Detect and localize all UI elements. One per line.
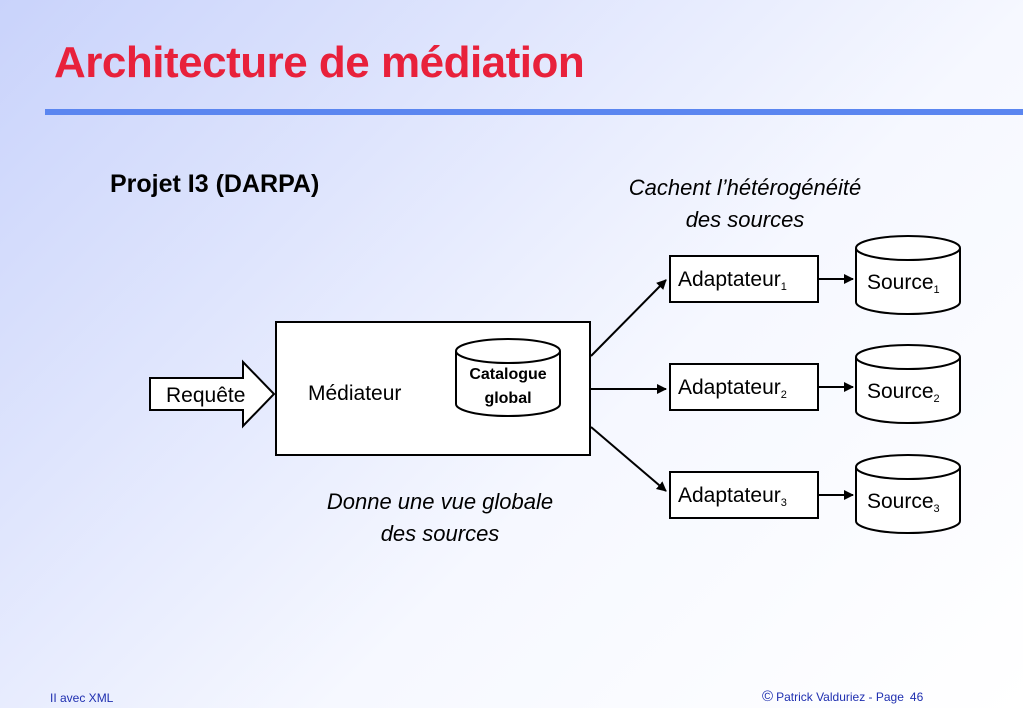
svg-text:Source2: Source2 — [867, 380, 940, 405]
adapter-3-box: Adaptateur3 — [669, 471, 819, 519]
svg-text:Adaptateur3: Adaptateur3 — [678, 484, 787, 509]
request-label: Requête — [166, 384, 245, 407]
footer-author: ©Patrick Valduriez - Page 46 — [762, 688, 923, 705]
source-1-cylinder: Source1 — [855, 235, 961, 315]
adapter-1-index: 1 — [781, 281, 787, 293]
adapters-annotation-line-1: Cachent l’hétérogénéité — [628, 175, 862, 200]
source-3-index: 3 — [934, 503, 940, 515]
svg-text:Adaptateur1: Adaptateur1 — [678, 268, 787, 293]
adapter-2-box: Adaptateur2 — [669, 363, 819, 411]
footer-page-number: 46 — [909, 690, 924, 704]
svg-text:Source1: Source1 — [867, 271, 940, 296]
adapter-3-index: 3 — [781, 497, 787, 509]
source-3-cylinder: Source3 — [855, 454, 961, 534]
project-subtitle: Projet I3 (DARPA) — [110, 170, 320, 198]
catalog-label-line-2: global — [484, 390, 531, 407]
catalog-label-line-1: Catalogue — [469, 366, 546, 383]
svg-text:Adaptateur2: Adaptateur2 — [678, 376, 787, 401]
adapters-annotation: Cachent l’hétérogénéité des sources — [585, 172, 905, 236]
mediator-annotation-line-1: Donne une vue globale — [326, 489, 554, 514]
mediator-annotation: Donne une vue globale des sources — [290, 486, 590, 550]
svg-text:Source3: Source3 — [867, 490, 940, 515]
request-arrow: Requête — [149, 359, 276, 429]
connector-mediator-adapter-3 — [590, 426, 667, 492]
source-1-label: Source — [867, 271, 934, 294]
global-catalog-cylinder: Catalogue global — [455, 338, 561, 417]
source-1-index: 1 — [934, 284, 940, 296]
footer-course-title: II avec XML — [50, 691, 114, 705]
adapter-2-index: 2 — [781, 389, 787, 401]
adapter-3-label: Adaptateur — [678, 484, 781, 507]
adapter-2-label: Adaptateur — [678, 376, 781, 399]
adapter-1-label: Adaptateur — [678, 268, 781, 291]
mediator-annotation-line-2: des sources — [380, 521, 500, 546]
source-2-index: 2 — [934, 393, 940, 405]
adapters-annotation-line-2: des sources — [685, 207, 805, 232]
copyright-icon: © — [762, 688, 774, 705]
source-3-label: Source — [867, 490, 934, 513]
connector-mediator-adapter-1 — [590, 279, 667, 357]
source-2-label: Source — [867, 380, 934, 403]
slide-title: Architecture de médiation — [54, 38, 585, 87]
footer-author-text: Patrick Valduriez - Page — [776, 690, 904, 704]
mediator-label: Médiateur — [308, 382, 401, 405]
source-2-cylinder: Source2 — [855, 344, 961, 424]
adapter-1-box: Adaptateur1 — [669, 255, 819, 303]
title-divider — [45, 109, 1023, 115]
